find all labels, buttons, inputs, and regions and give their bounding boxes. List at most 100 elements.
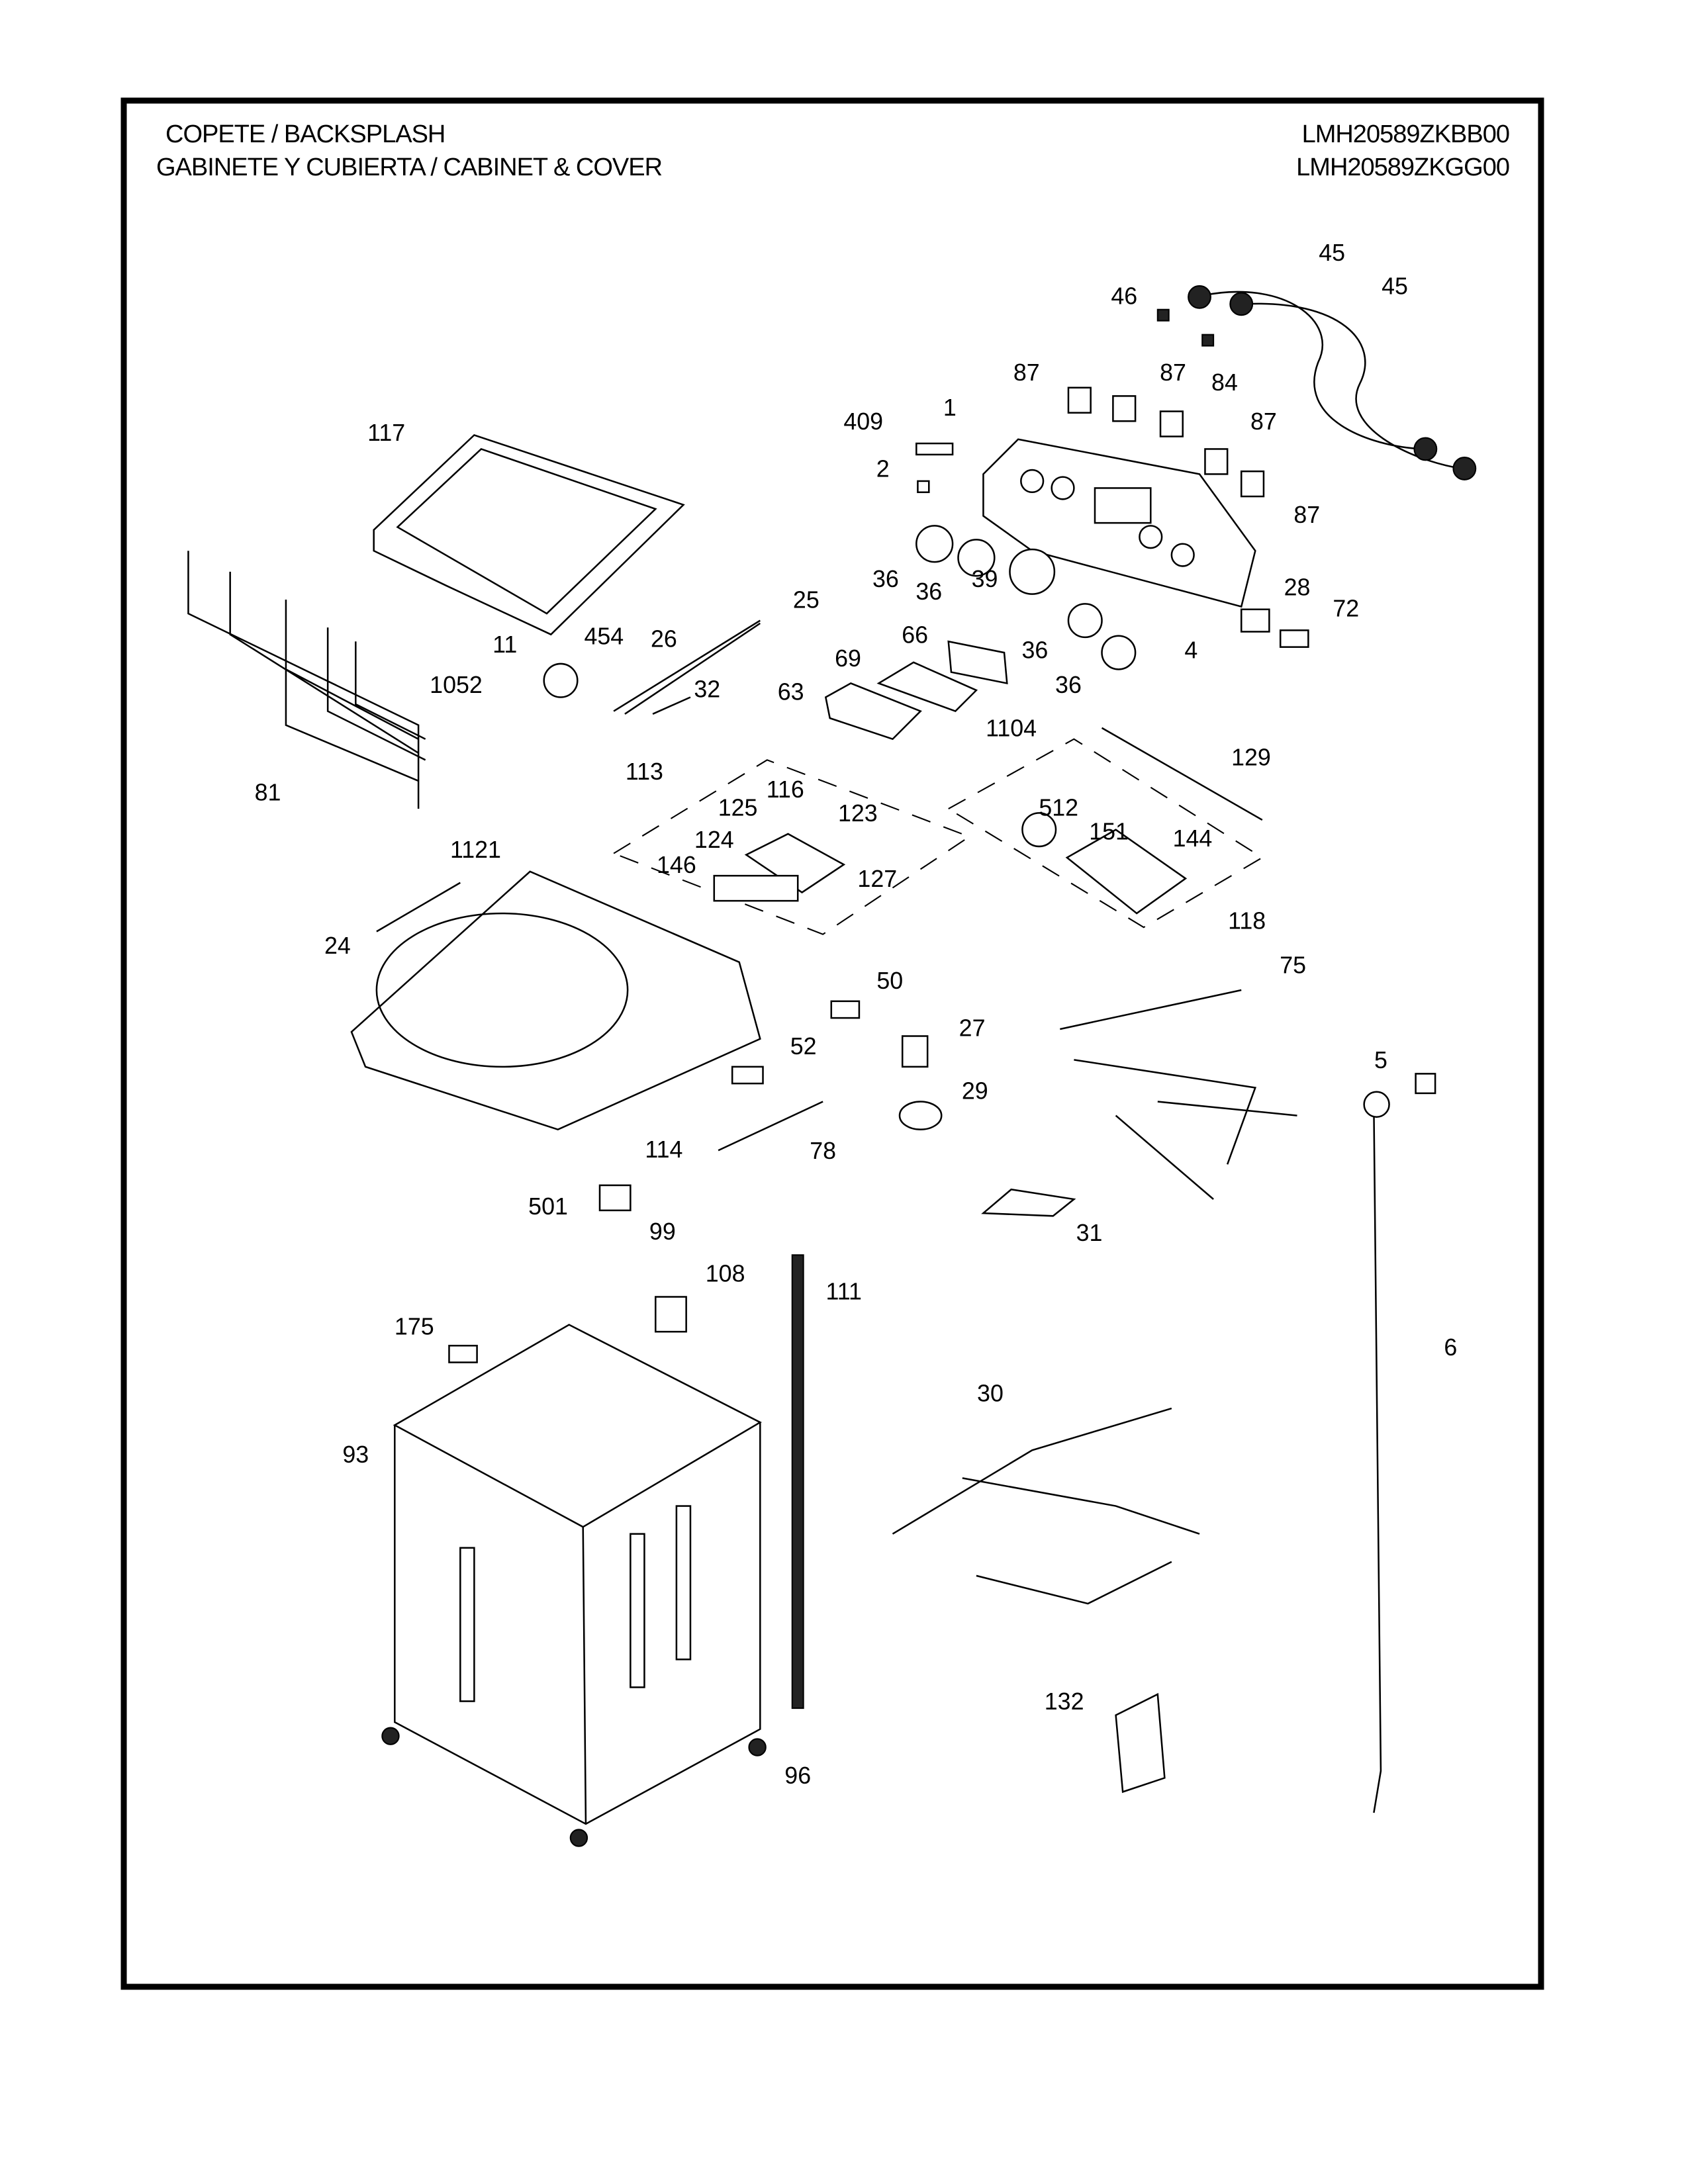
callout-127: 127	[857, 866, 897, 892]
callout-108: 108	[706, 1260, 745, 1287]
rod-78	[718, 1101, 823, 1152]
callout-46: 46	[1111, 283, 1137, 309]
callout-72: 72	[1333, 595, 1359, 621]
label-175	[448, 1344, 478, 1363]
bracket-28	[1240, 608, 1270, 633]
wire-harness-75	[1060, 989, 1297, 1200]
cover-144	[1065, 829, 1188, 915]
callout-409: 409	[843, 408, 883, 435]
callout-175: 175	[395, 1313, 434, 1340]
part-99	[598, 1184, 632, 1212]
callout-87: 87	[1160, 359, 1186, 386]
callout-25: 25	[793, 587, 820, 614]
drawer-front-146	[713, 874, 799, 902]
callout-36: 36	[872, 566, 899, 592]
callout-96: 96	[784, 1762, 811, 1789]
callout-111: 111	[826, 1279, 862, 1305]
callout-87: 87	[1013, 359, 1040, 386]
callout-27: 27	[959, 1015, 986, 1042]
callout-93: 93	[342, 1441, 369, 1468]
cabinet	[381, 1324, 767, 1847]
part-27	[901, 1035, 929, 1068]
callout-45: 45	[1319, 240, 1345, 266]
callout-1052: 1052	[430, 672, 483, 698]
callout-6: 6	[1444, 1334, 1457, 1361]
sensor-cord-6	[1373, 1109, 1382, 1813]
callout-28: 28	[1284, 574, 1311, 601]
wire-harness-30	[892, 1407, 1200, 1605]
callout-125: 125	[718, 795, 758, 821]
callout-31: 31	[1076, 1220, 1103, 1246]
callout-5: 5	[1374, 1047, 1387, 1073]
callout-30: 30	[977, 1381, 1004, 1407]
callout-29: 29	[962, 1077, 988, 1104]
callout-84: 84	[1211, 369, 1238, 396]
control-panel	[982, 438, 1256, 608]
assembly-group-113	[612, 759, 971, 935]
wire-harness-81	[187, 551, 426, 809]
manual-envelope	[1115, 1693, 1166, 1794]
callout-63: 63	[778, 679, 804, 705]
callout-454: 454	[584, 623, 624, 649]
callout-512: 512	[1039, 795, 1078, 821]
callout-66: 66	[902, 621, 928, 648]
part-108	[655, 1296, 687, 1333]
callout-81: 81	[255, 779, 281, 805]
inlet-hoses	[1156, 285, 1477, 480]
callout-4: 4	[1184, 637, 1197, 664]
callout-69: 69	[835, 645, 861, 672]
callout-129: 129	[1231, 745, 1271, 771]
callout-26: 26	[651, 626, 677, 653]
cord-24	[376, 882, 461, 933]
callout-1121: 1121	[450, 837, 501, 863]
callout-99: 99	[649, 1218, 676, 1245]
callout-36: 36	[915, 578, 942, 605]
callout-1: 1	[943, 394, 957, 421]
page-frame	[120, 97, 1544, 1990]
connector-72	[1279, 629, 1309, 648]
model-number-kbb: LMH20589ZKBB00	[1301, 120, 1510, 148]
callout-75: 75	[1280, 952, 1306, 979]
badge-409	[915, 442, 954, 456]
title-backsplash: COPETE / BACKSPLASH	[165, 120, 445, 148]
callout-39: 39	[972, 566, 998, 592]
knobs	[915, 525, 1137, 670]
callout-1104: 1104	[986, 715, 1037, 741]
assembly-group-118	[947, 738, 1264, 929]
callout-32: 32	[694, 676, 720, 703]
callout-2: 2	[876, 456, 890, 482]
switch-50	[830, 1000, 861, 1019]
callout-45: 45	[1382, 273, 1408, 300]
valve-151	[1021, 812, 1057, 848]
part-5	[1415, 1073, 1436, 1095]
callout-132: 132	[1045, 1688, 1084, 1715]
callout-151: 151	[1089, 818, 1129, 844]
callout-87: 87	[1250, 408, 1277, 435]
board-69	[876, 661, 978, 713]
callout-116: 116	[767, 776, 804, 803]
model-number-kgg: LMH20589ZKGG00	[1296, 154, 1510, 181]
callout-501: 501	[528, 1193, 568, 1220]
callout-11: 11	[492, 631, 517, 658]
callout-87: 87	[1293, 502, 1320, 528]
callout-78: 78	[810, 1138, 836, 1164]
clip-2	[917, 480, 930, 494]
pressure-sensor-29	[898, 1101, 943, 1130]
selector-switches	[1067, 387, 1265, 498]
callout-118: 118	[1228, 907, 1266, 934]
callout-117: 117	[367, 420, 405, 446]
callout-123: 123	[838, 800, 878, 827]
title-cabinet-cover: GABINETE Y CUBIERTA / CABINET & COVER	[156, 154, 663, 181]
callout-146: 146	[657, 852, 696, 878]
bracket-66	[947, 640, 1008, 685]
wire-129	[1101, 727, 1263, 821]
callout-36: 36	[1055, 672, 1082, 698]
callout-144: 144	[1173, 825, 1213, 852]
callout-114: 114	[645, 1136, 682, 1163]
top-cover	[350, 870, 761, 1131]
callout-124: 124	[694, 827, 734, 853]
cover-31	[981, 1188, 1076, 1217]
callout-24: 24	[324, 933, 351, 959]
rod-111	[791, 1254, 804, 1709]
module-63	[824, 682, 922, 741]
